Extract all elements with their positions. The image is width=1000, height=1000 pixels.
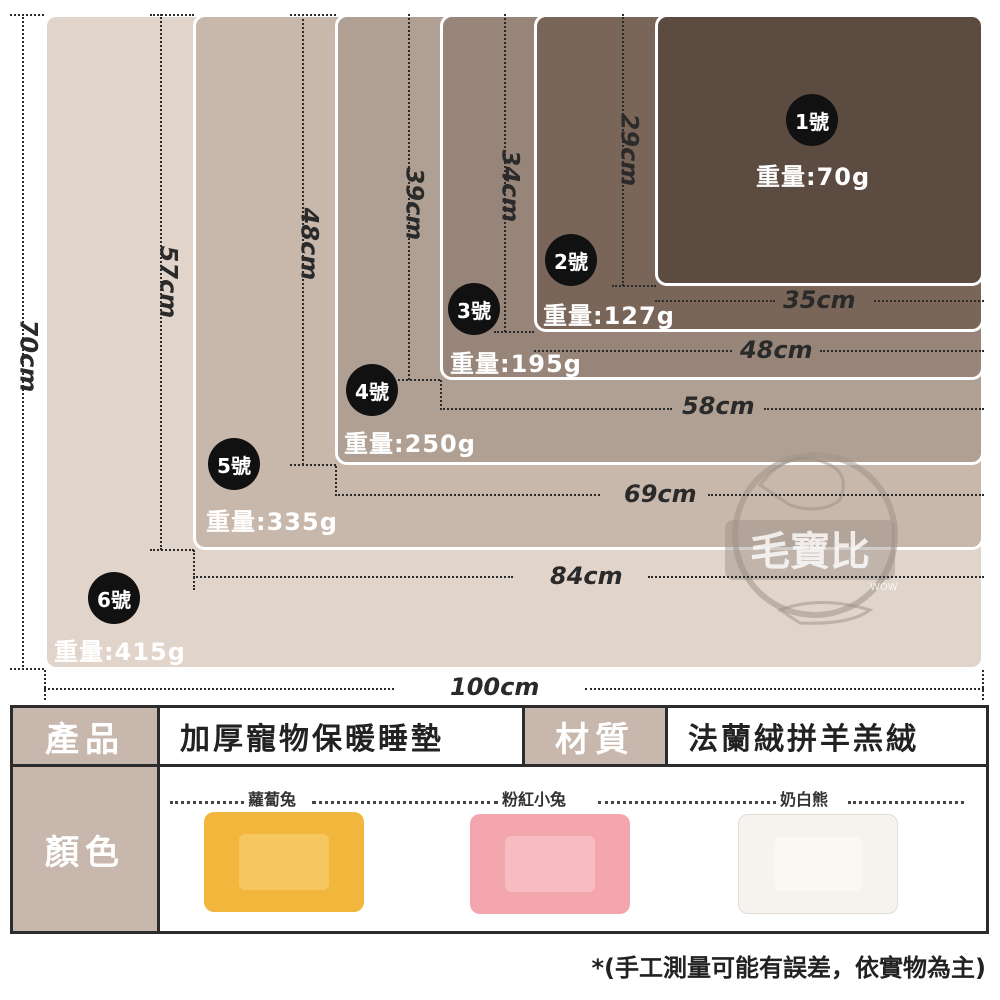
guide-48cm-w [534,350,732,352]
product-label: 產品 [10,705,160,767]
svg-text:毛寶比: 毛寶比 [750,529,870,575]
guide-34cm [504,14,506,332]
guide-39cm [408,14,410,380]
weight-label-2: 重量:127g [543,302,675,330]
color-name-carrot-rabbit: 蘿蔔兔 [248,790,297,809]
height-label-5: 57cm [154,245,183,319]
width-label-1: 35cm [783,286,856,314]
size-badge-6: 6號 [88,572,140,624]
size-badge-1: 1號 [786,94,838,146]
size-badge-4: 4號 [346,364,398,416]
guide-57cm [160,14,162,550]
guide-48cm [302,14,304,465]
measurement-note: *(手工測量可能有誤差，依實物為主) [591,954,987,982]
material-label: 材質 [522,705,668,767]
width-label-3: 58cm [682,392,755,420]
width-label-5: 84cm [550,562,623,590]
product-value: 加厚寵物保暖睡墊 [157,705,525,767]
size-badge-5: 5號 [208,438,260,490]
color-name-milk-bear: 奶白熊 [780,790,829,809]
height-label-3: 39cm [400,167,429,241]
swatch-pink-rabbit[interactable] [470,814,630,914]
svg-text:WOW: WOW [870,582,898,593]
width-label-6: 100cm [450,673,540,701]
mat-size-1 [655,14,984,286]
swatch-carrot-rabbit[interactable] [204,812,364,912]
height-label-2: 34cm [496,149,525,223]
height-label-4: 48cm [295,207,324,281]
swatch-milk-bear[interactable] [738,814,898,914]
weight-label-3: 重量:195g [450,350,582,378]
width-label-4: 69cm [624,480,697,508]
guide-70cm [22,14,24,670]
size-badge-2: 2號 [545,234,597,286]
width-label-2: 48cm [740,336,813,364]
weight-label-5: 重量:335g [206,508,338,536]
guide-69cm [335,494,600,496]
color-name-pink-rabbit: 粉紅小兔 [502,790,567,809]
material-value: 法蘭絨拼羊羔絨 [665,705,989,767]
guide-58cm [440,408,672,410]
height-label-6: 70cm [14,319,43,393]
guide-35cm [655,300,775,302]
watermark-logo: 毛寶比 WOW [725,452,898,625]
guide-100cm [44,688,394,690]
color-label: 顏色 [10,764,160,934]
weight-label-6: 重量:415g [54,638,186,666]
weight-label-4: 重量:250g [344,430,476,458]
height-label-1: 29cm [615,113,644,187]
size-badge-3: 3號 [448,283,500,335]
weight-label-1: 重量:70g [756,163,871,191]
guide-29cm [622,14,624,286]
guide-84cm [193,576,513,578]
